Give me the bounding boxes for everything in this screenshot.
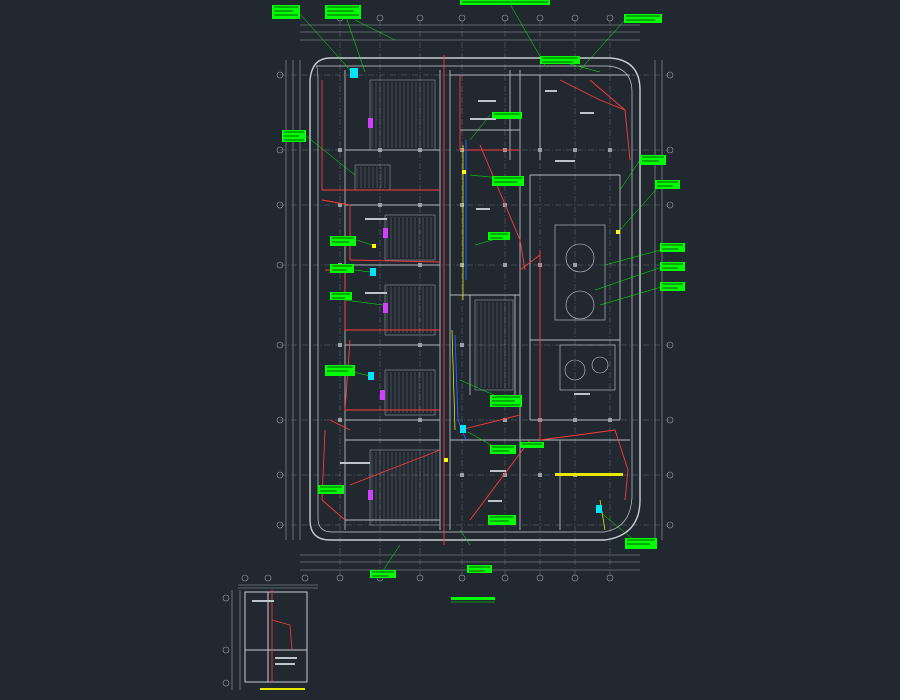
- callout-tag: [490, 395, 522, 407]
- equipment-symbols: [350, 68, 620, 513]
- callout-tag: [540, 56, 580, 64]
- callout-tag: [492, 112, 522, 119]
- callout-tag: [490, 445, 516, 454]
- callout-tag: [660, 262, 685, 271]
- callout-tag: [325, 365, 355, 376]
- callout-tag: [488, 515, 516, 525]
- building-outline: [309, 57, 641, 541]
- equipment-rows: [354, 79, 514, 526]
- room-labels: [340, 90, 594, 502]
- sheet-title-block: [451, 597, 495, 603]
- equipment-hatch: [356, 82, 510, 523]
- callout-tag: [330, 292, 352, 300]
- round-features: [554, 224, 616, 391]
- leader-lines: [299, 3, 669, 576]
- piping-blue: [454, 140, 467, 441]
- callout-tag: [625, 538, 657, 549]
- callout-tag: [488, 232, 510, 240]
- detail-inset: [222, 574, 318, 690]
- general-note: [555, 473, 623, 476]
- callout-tags: [272, 0, 685, 578]
- callout-tag: [660, 282, 685, 291]
- callout-tag: [460, 0, 550, 5]
- callout-tag: [282, 130, 306, 142]
- callout-tag: [318, 485, 344, 494]
- callout-tag: [624, 14, 662, 23]
- callout-tag: [272, 5, 300, 19]
- callout-tag: [330, 264, 354, 273]
- callout-tag: [520, 442, 544, 448]
- callout-tag: [467, 565, 492, 573]
- callout-tag: [492, 176, 524, 186]
- callout-tag: [370, 570, 396, 578]
- callout-tag: [655, 180, 680, 189]
- callout-tag: [325, 5, 361, 19]
- callout-tag: [640, 155, 666, 165]
- callout-tag: [660, 243, 685, 252]
- callout-tag: [330, 236, 356, 246]
